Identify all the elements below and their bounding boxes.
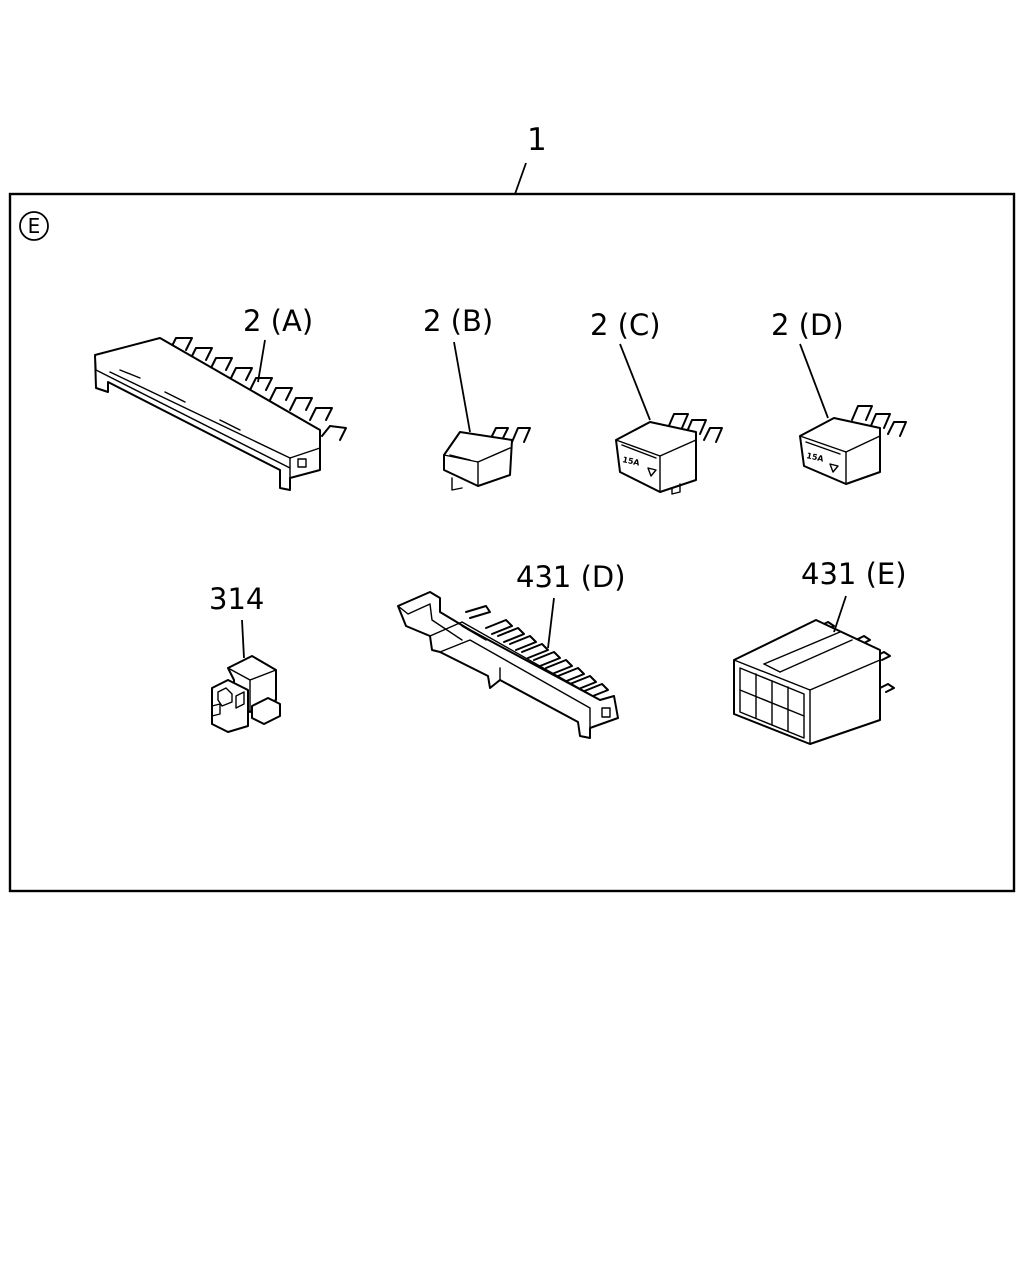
part-431d-body (397, 591, 619, 739)
part-2b-label: 2 (B) (423, 304, 493, 338)
part-431d-strip (397, 591, 619, 739)
part-2c-marking: 15A (622, 455, 642, 468)
part-431e-cavity-grid (739, 667, 805, 739)
part-2d-marking: 15A (806, 451, 826, 464)
part-2c-label: 2 (C) (590, 308, 661, 342)
part-431d-pins (465, 605, 609, 699)
part-2b-fuse (443, 427, 531, 491)
part-2d-body (799, 417, 881, 485)
part-314-label: 314 (209, 582, 264, 616)
part-2d-fuse: 15A (799, 405, 907, 485)
part-314-holder (211, 655, 281, 733)
section-marker-circle (19, 211, 49, 241)
part-2c-body (615, 421, 697, 493)
assembly-callout-leader (514, 162, 527, 195)
part-2c-fuse: 15A (615, 413, 723, 495)
part-431e-connector (733, 619, 895, 745)
section-marker-label: E (28, 214, 41, 238)
assembly-callout-label: 1 (527, 122, 547, 158)
part-2d-label: 2 (D) (771, 308, 844, 342)
part-2a-body (94, 337, 321, 491)
part-2a-fuse-block (94, 337, 347, 491)
part-431e-label: 431 (E) (801, 557, 907, 591)
part-2a-label: 2 (A) (243, 304, 313, 338)
part-2a-pins (169, 337, 347, 441)
assembly-frame (8, 192, 1016, 893)
part-431e-body (733, 619, 881, 745)
section-marker: E (19, 211, 49, 241)
part-2b-body (443, 431, 513, 487)
part-431d-label: 431 (D) (516, 560, 626, 594)
